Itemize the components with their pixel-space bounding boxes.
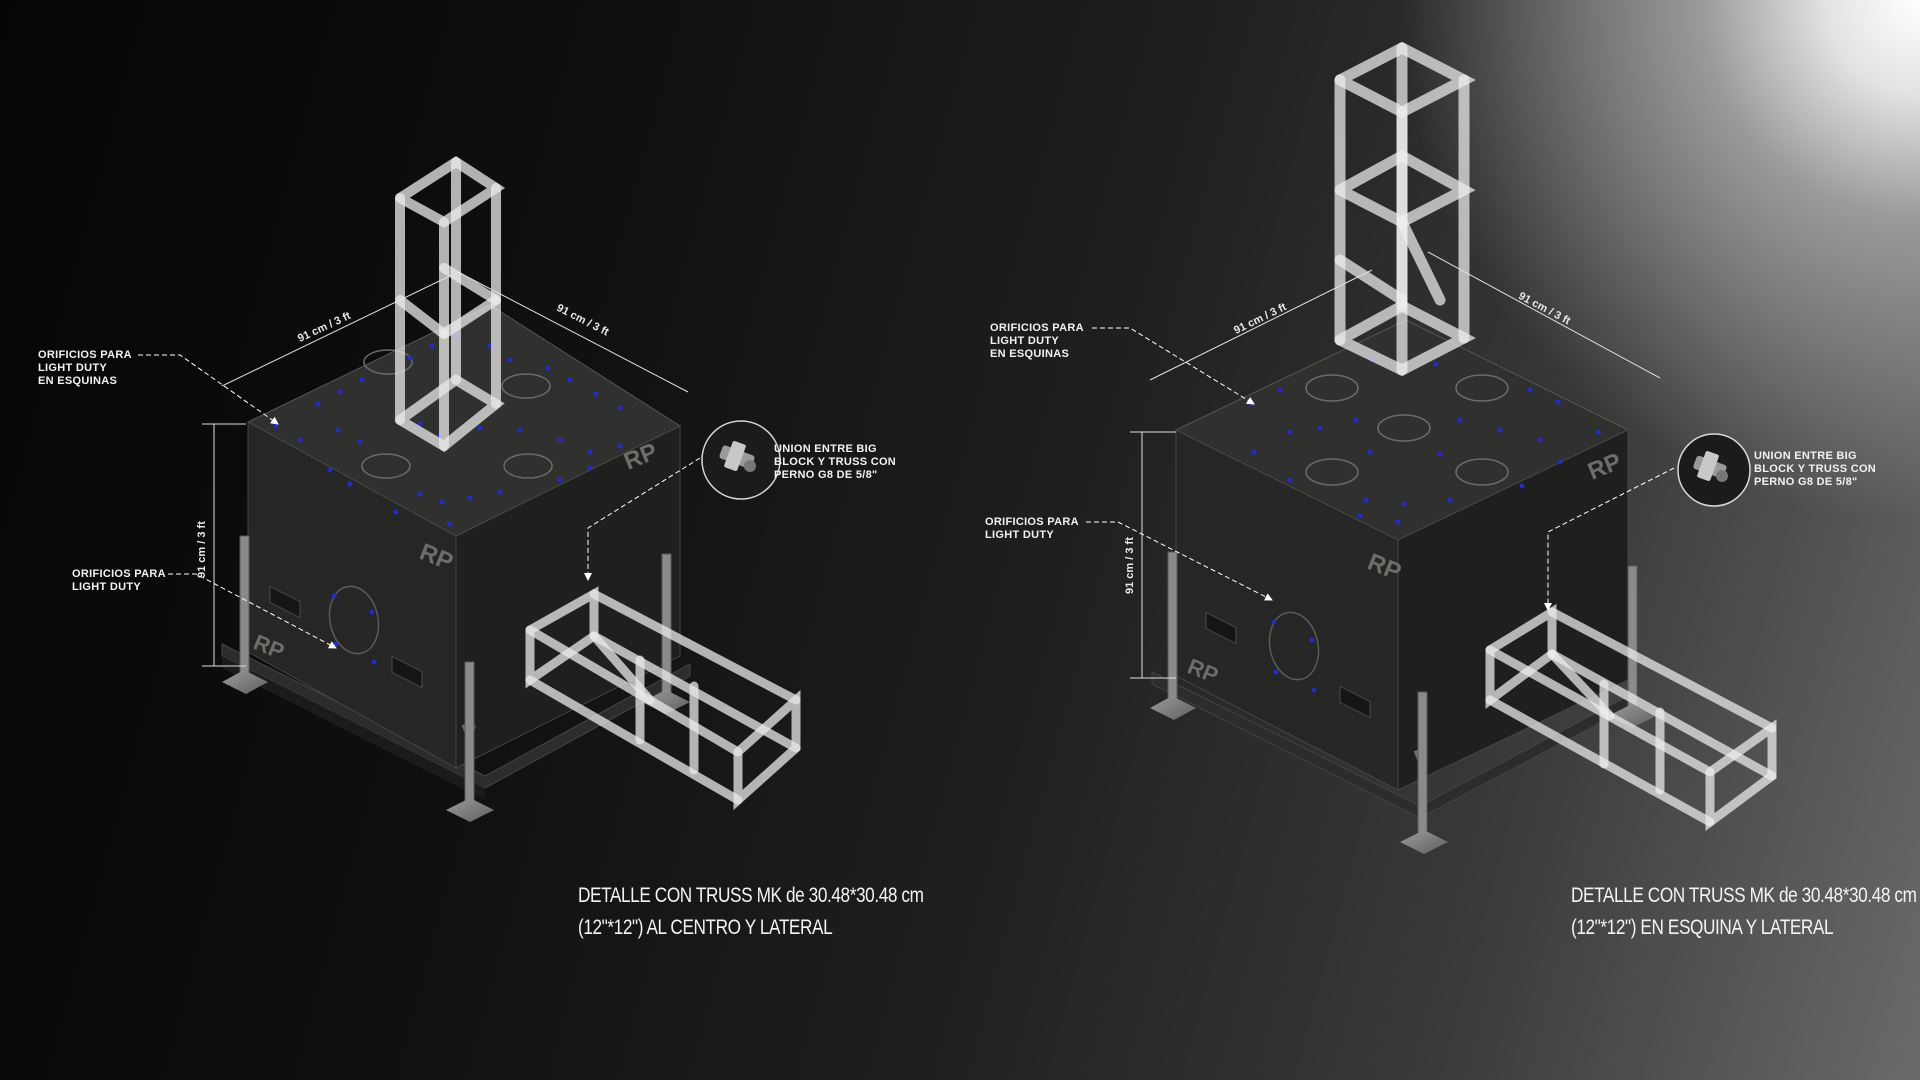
right-horizontal-truss: [1485, 603, 1777, 831]
right-vertical-truss: [1334, 41, 1476, 377]
right-dimension-vertical: 91 cm / 3 ft: [1124, 537, 1136, 594]
left-label-side-holes-line-2: LIGHT DUTY: [72, 581, 141, 593]
right-dimension-lines: [1130, 251, 1661, 679]
right-caption-line-1: DETALLE CON TRUSS MK de 30.48*30.48 cm: [1571, 884, 1917, 907]
left-side-slot-2: [391, 655, 423, 689]
left-side-slot-1: [269, 585, 301, 619]
left-bolt-icon: [719, 441, 756, 472]
left-label-union-line-2: BLOCK Y TRUSS CON: [774, 456, 897, 468]
left-label-union-line-3: PERNO G8 DE 5/8": [774, 469, 878, 481]
right-label-corner-holes-line-3: EN ESQUINAS: [990, 348, 1070, 360]
left-label-corner-holes-line-1: ORIFICIOS PARA: [38, 349, 132, 361]
right-label-side-holes-line-2: LIGHT DUTY: [985, 529, 1054, 541]
left-label-union: UNION ENTRE BIG BLOCK Y TRUSS CON PERNO …: [774, 443, 896, 482]
left-leader-lines: [138, 354, 701, 649]
right-top-holes: [1249, 357, 1601, 525]
left-caption-line-1: DETALLE CON TRUSS MK de 30.48*30.48 cm: [578, 884, 924, 907]
right-label-union: UNION ENTRE BIG BLOCK Y TRUSS CON PERNO …: [1754, 450, 1876, 489]
left-base-rail-2: [222, 656, 485, 800]
right-label-corner-holes: ORIFICIOS PARA LIGHT DUTY EN ESQUINAS: [990, 322, 1084, 361]
left-label-corner-holes-line-2: LIGHT DUTY: [38, 362, 107, 374]
left-horizontal-truss: [525, 586, 801, 811]
left-vertical-truss: [395, 156, 506, 453]
right-label-union-line-1: UNION ENTRE BIG: [1754, 450, 1857, 462]
right-big-block-assembly: RP RP RP P: [1086, 41, 1777, 854]
left-side-circle: [328, 585, 380, 655]
right-side-slot-1: [1205, 611, 1237, 645]
right-label-corner-holes-line-2: LIGHT DUTY: [990, 335, 1059, 347]
left-label-union-line-1: UNION ENTRE BIG: [774, 443, 877, 455]
left-label-corner-holes: ORIFICIOS PARA LIGHT DUTY EN ESQUINAS: [38, 349, 132, 388]
right-side-holes: [1271, 619, 1317, 693]
left-side-holes: [331, 593, 377, 665]
left-caption-line-2: (12"*12") AL CENTRO Y LATERAL: [578, 916, 833, 939]
left-dimension-lines: [202, 271, 689, 667]
right-bolt-icon: [1693, 451, 1728, 482]
right-leader-lines: [1086, 327, 1675, 611]
right-label-corner-holes-line-1: ORIFICIOS PARA: [990, 322, 1084, 334]
right-label-side-holes-line-1: ORIFICIOS PARA: [985, 516, 1079, 528]
right-top-circles: [1305, 374, 1509, 486]
left-caption: DETALLE CON TRUSS MK de 30.48*30.48 cm (…: [578, 880, 924, 944]
left-label-side-holes: ORIFICIOS PARA LIGHT DUTY: [72, 568, 166, 594]
right-label-union-line-3: PERNO G8 DE 5/8": [1754, 476, 1858, 488]
left-dimension-vertical: 91 cm / 3 ft: [196, 521, 208, 578]
right-label-side-holes: ORIFICIOS PARA LIGHT DUTY: [985, 516, 1079, 542]
left-label-side-holes-line-1: ORIFICIOS PARA: [72, 568, 166, 580]
right-caption-line-2: (12"*12") EN ESQUINA Y LATERAL: [1571, 916, 1834, 939]
right-label-union-line-2: BLOCK Y TRUSS CON: [1754, 463, 1877, 475]
left-big-block-assembly: RP RP RP P: [138, 156, 801, 822]
left-label-corner-holes-line-3: EN ESQUINAS: [38, 375, 118, 387]
right-caption: DETALLE CON TRUSS MK de 30.48*30.48 cm (…: [1571, 880, 1917, 944]
right-side-slot-2: [1339, 685, 1371, 719]
right-side-circle: [1268, 611, 1320, 681]
left-top-circles: [361, 349, 553, 479]
